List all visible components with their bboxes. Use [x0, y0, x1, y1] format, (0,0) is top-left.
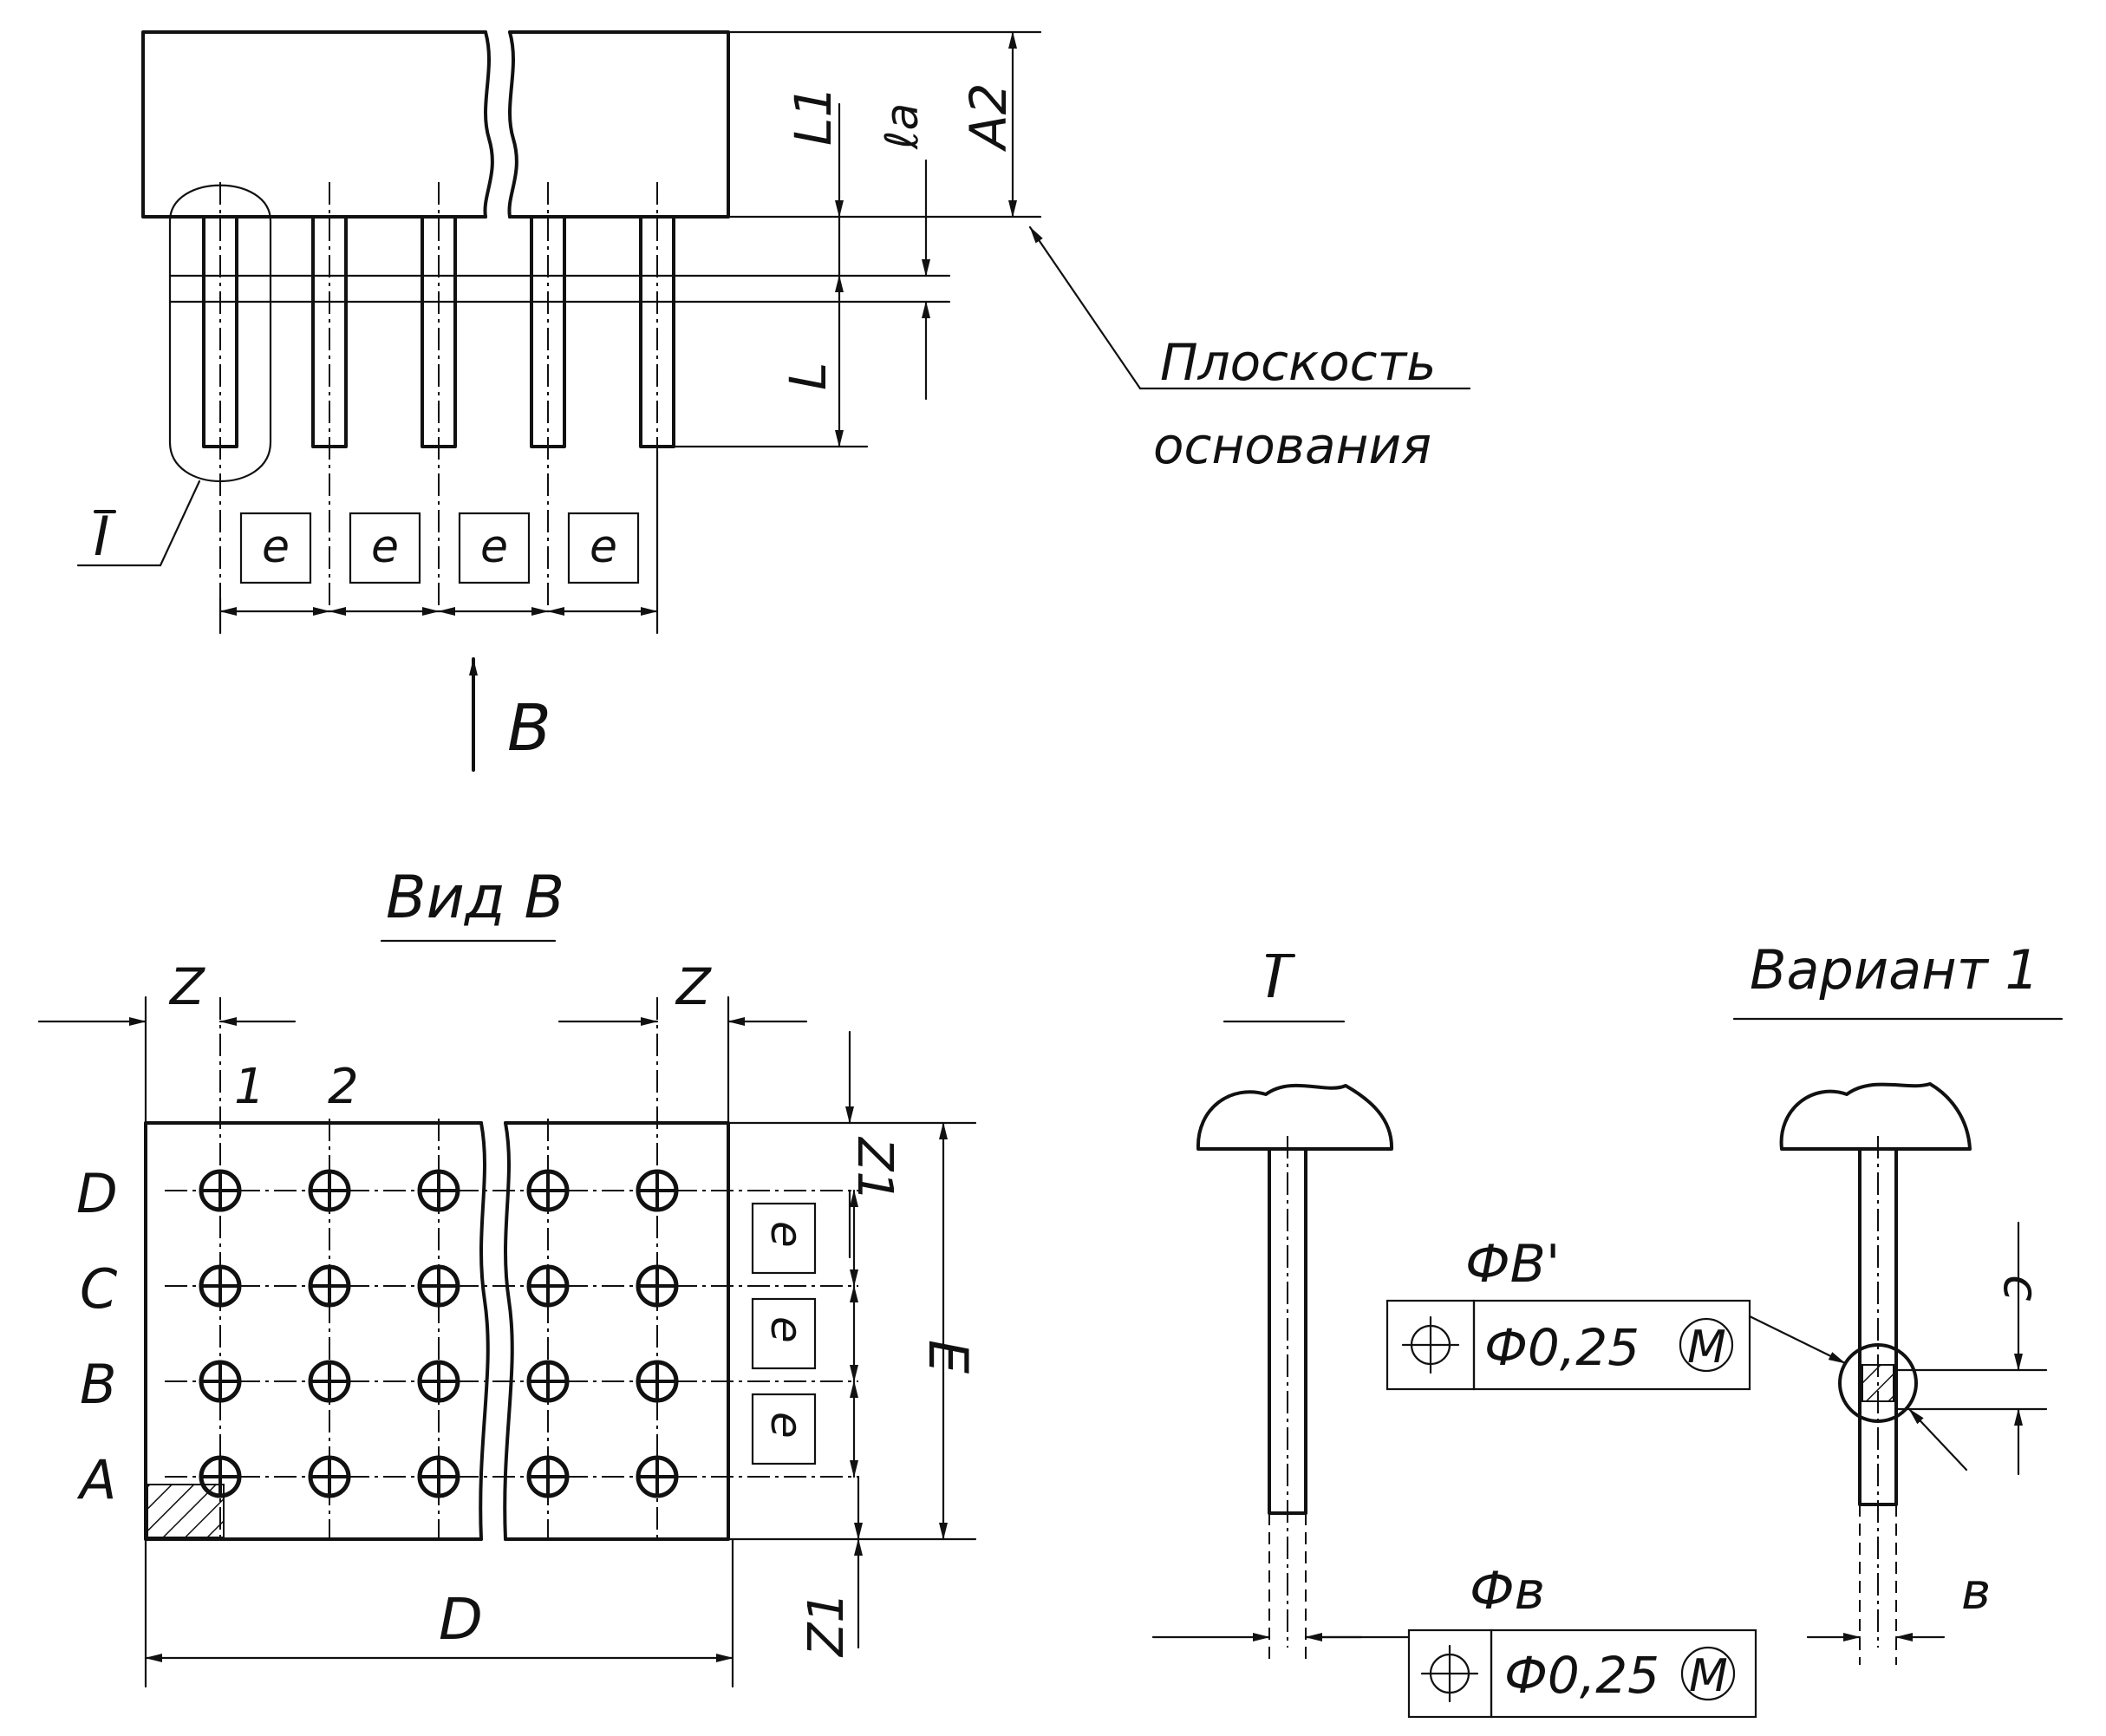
- pin-pad: [526, 1169, 570, 1212]
- pitch-label: e: [761, 1316, 812, 1343]
- row-label-a: A: [76, 1448, 116, 1511]
- pin-row: [202, 182, 675, 607]
- pin-grid: [199, 1169, 679, 1498]
- row-label-d: D: [76, 1162, 118, 1225]
- modifier-label: M: [1687, 1322, 1726, 1374]
- package-body: [141, 30, 730, 219]
- pin-pad: [636, 1169, 679, 1212]
- pitch-label: e: [761, 1221, 812, 1248]
- view-b: Вид B D C B A 1 2 Z: [37, 864, 980, 1688]
- pin-pad: [417, 1169, 460, 1212]
- z-right-label: Z: [675, 957, 712, 1016]
- detail-i: I Фв Ф0,25 M: [1151, 943, 1757, 1719]
- c-dimension-label: c: [1992, 1275, 2049, 1302]
- z-left-label: Z: [168, 957, 205, 1016]
- pin-pad: [308, 1169, 351, 1212]
- pin-pad: [199, 1169, 242, 1212]
- detail-mark-label: I: [94, 505, 109, 568]
- position-icon: [1420, 1644, 1479, 1703]
- lower-tolerance-frame: Ф0,25 M: [1407, 1628, 1757, 1719]
- column-label-2: 2: [328, 1059, 359, 1115]
- view-b-title: Вид B: [386, 864, 564, 932]
- l1-dimension-label: L1: [784, 86, 843, 146]
- pin-pad: [636, 1455, 679, 1498]
- pin-pad: [308, 1360, 351, 1403]
- tolerance-value: Ф0,25: [1504, 1646, 1659, 1705]
- base-plane-label-line1: Плоскость: [1160, 333, 1436, 392]
- pin-pad: [526, 1455, 570, 1498]
- l-dimension-label: L: [779, 362, 838, 390]
- pin-pad: [199, 1360, 242, 1403]
- pin-pad: [308, 1455, 351, 1498]
- row-label-c: C: [80, 1257, 118, 1321]
- pin-pad: [199, 1455, 242, 1498]
- position-icon: [1401, 1315, 1460, 1374]
- pitch-label: e: [761, 1412, 812, 1439]
- la-dimension-label: ℓa: [877, 103, 929, 150]
- modifier-label: M: [1689, 1650, 1728, 1702]
- row-label-b: B: [80, 1353, 117, 1416]
- pin-pad: [199, 1264, 242, 1308]
- view-arrow-label: B: [507, 691, 551, 766]
- e-dimension-label: E: [916, 1340, 980, 1374]
- pitch-label: e: [480, 521, 508, 573]
- pin: [202, 182, 238, 607]
- pin-pad: [417, 1360, 460, 1403]
- pin-pad: [417, 1264, 460, 1308]
- side-view: I L1 L ℓa A2 Плоскость основания e e: [76, 30, 1471, 772]
- detail-outline: [168, 184, 272, 483]
- d-dimension-label: D: [439, 1586, 483, 1653]
- pitch-label: e: [262, 521, 290, 573]
- pitch-label: e: [590, 521, 617, 573]
- pin: [421, 182, 457, 607]
- pitch-dimensions: e e e e: [218, 449, 659, 635]
- base-plane-label-line2: основания: [1153, 416, 1431, 475]
- pin-pad: [526, 1264, 570, 1308]
- pin-pad: [308, 1264, 351, 1308]
- pin: [530, 182, 566, 607]
- column-label-1: 1: [234, 1059, 265, 1115]
- variant-title: Вариант 1: [1750, 938, 2039, 1002]
- pin-pad: [636, 1264, 679, 1308]
- pin-pad: [636, 1360, 679, 1403]
- pin: [311, 182, 348, 607]
- pin: [639, 182, 675, 607]
- tolerance-value: Ф0,25: [1484, 1318, 1640, 1377]
- z1-bottom-label: Z1: [799, 1592, 855, 1658]
- variant-1: Вариант 1 c в ФB' Ф0,2: [1386, 938, 2064, 1665]
- phi-b-prime-label: ФB': [1465, 1234, 1560, 1295]
- pin-pad: [417, 1455, 460, 1498]
- a2-dimension-label: A2: [959, 82, 1018, 153]
- b-dimension-label: в: [1961, 1562, 1991, 1621]
- phi-b-label: Фв: [1470, 1561, 1545, 1622]
- detail-title: I: [1266, 943, 1283, 1012]
- upper-tolerance-frame: Ф0,25 M: [1386, 1299, 1751, 1391]
- pitch-label: e: [371, 521, 399, 573]
- pin-pad: [526, 1360, 570, 1403]
